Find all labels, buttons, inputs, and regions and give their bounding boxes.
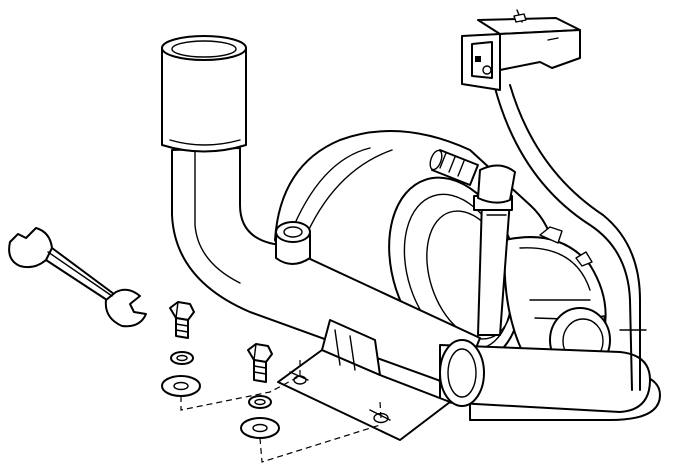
mounting-bracket xyxy=(277,319,451,441)
lock-washer-icon-2 xyxy=(248,395,272,409)
inlet-pipe xyxy=(161,35,651,413)
wrench-icon xyxy=(8,227,147,328)
bolt-icon-2 xyxy=(247,343,273,383)
electrical-connector xyxy=(461,9,581,91)
flat-washer-icon xyxy=(161,375,201,397)
lock-washer-icon xyxy=(170,351,194,365)
outlet-hose-fitting xyxy=(429,149,516,336)
flat-washer-icon-2 xyxy=(240,417,280,439)
bolt-icon xyxy=(169,301,195,339)
mount-boss xyxy=(275,221,311,265)
power-cord xyxy=(494,84,647,391)
assembly-leader-lines xyxy=(180,360,382,463)
